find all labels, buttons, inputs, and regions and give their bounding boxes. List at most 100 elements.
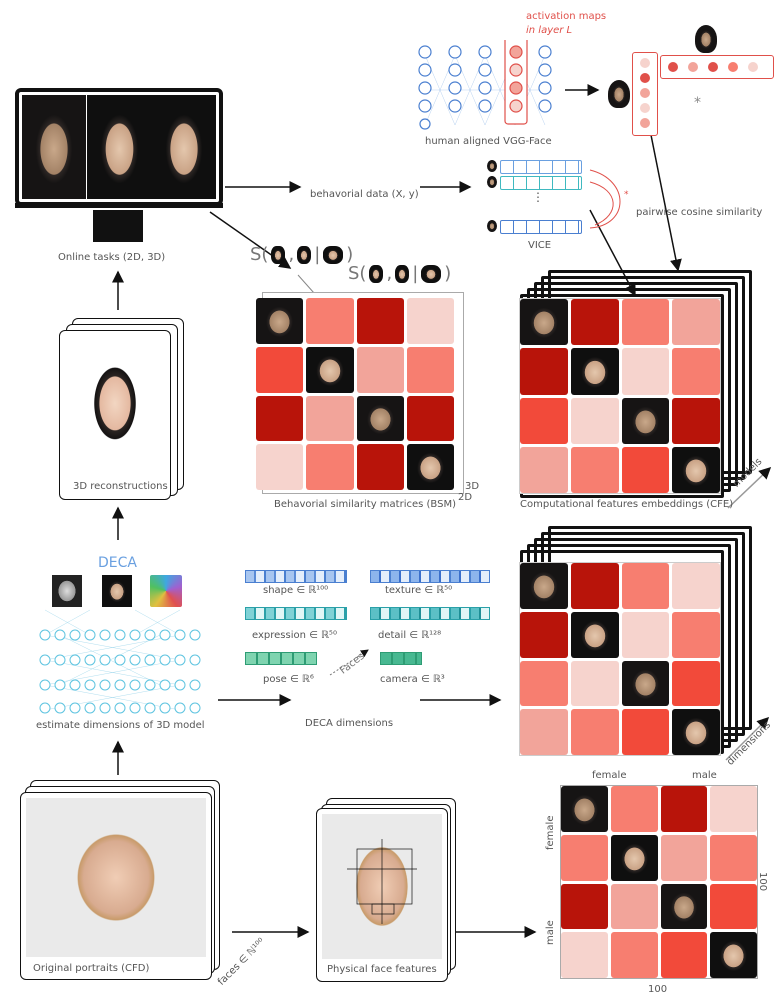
- matrix-face-cell: [672, 709, 720, 755]
- shape-label: shape ∈ ℝ¹⁰⁰: [263, 585, 328, 596]
- reconstructions-label: 3D reconstructions: [73, 481, 168, 492]
- female-top-label: female: [592, 770, 626, 781]
- deca-matrix: [519, 562, 721, 756]
- matrix-similarity-cell: [407, 347, 454, 393]
- matrix-similarity-cell: [306, 444, 353, 490]
- matrix-face-cell: [561, 786, 608, 832]
- matrix-similarity-cell: [672, 398, 720, 444]
- face-icon: [395, 265, 409, 283]
- matrix-face-cell: [710, 932, 757, 978]
- matrix-similarity-cell: [672, 299, 720, 345]
- matrix-face-cell: [571, 612, 619, 658]
- monitor-base: [15, 203, 223, 208]
- matrix-similarity-cell: [520, 398, 568, 444]
- matrix-similarity-cell: [571, 447, 619, 493]
- male-left-label: male: [545, 920, 556, 945]
- activation-column: [632, 52, 658, 136]
- matrix-similarity-cell: [561, 932, 608, 978]
- matrix-similarity-cell: [520, 348, 568, 394]
- female-left-label: female: [545, 816, 556, 850]
- matrix-face-cell: [520, 563, 568, 609]
- behavioral-data-label: behavorial data (X, y): [310, 189, 419, 200]
- face-icon: [271, 246, 285, 264]
- matrix-similarity-cell: [357, 444, 404, 490]
- matrix-similarity-cell: [571, 563, 619, 609]
- male-top-label: male: [692, 770, 717, 781]
- matrix-face-cell: [306, 347, 353, 393]
- dim-bar-pose: [245, 652, 317, 665]
- matrix-similarity-cell: [661, 932, 708, 978]
- matrix-similarity-cell: [710, 786, 757, 832]
- deca-network: [35, 600, 215, 720]
- matrix-similarity-cell: [256, 347, 303, 393]
- s-prefix: S(: [348, 263, 366, 284]
- online-tasks-label: Online tasks (2D, 3D): [58, 252, 165, 263]
- reconstruction-card: 3D reconstructions: [59, 330, 171, 500]
- activation-row: [660, 55, 774, 79]
- s-bar: |: [314, 244, 320, 265]
- matrix-similarity-cell: [571, 398, 619, 444]
- matrix-similarity-cell: [672, 348, 720, 394]
- three-d-label: 3D: [465, 481, 479, 492]
- deca-dims-label: DECA dimensions: [305, 718, 393, 729]
- matrix-similarity-cell: [710, 835, 757, 881]
- matrix-similarity-cell: [672, 563, 720, 609]
- bsm-matrix: [256, 298, 454, 490]
- matrix-similarity-cell: [661, 835, 708, 881]
- similarity-formula: S( , | ): [250, 244, 353, 265]
- face-icon: [421, 265, 441, 283]
- portrait-card: Original portraits (CFD): [20, 792, 212, 980]
- star-marker: *: [694, 95, 701, 111]
- physical-label: Physical face features: [327, 964, 437, 975]
- matrix-similarity-cell: [622, 709, 670, 755]
- matrix-similarity-cell: [407, 396, 454, 442]
- matrix-similarity-cell: [306, 396, 353, 442]
- in-layer-label: in layer L: [526, 24, 572, 37]
- matrix-similarity-cell: [622, 447, 670, 493]
- matrix-face-cell: [622, 398, 670, 444]
- vice-star: *: [624, 190, 629, 200]
- matrix-similarity-cell: [622, 299, 670, 345]
- deca-label: DECA: [98, 555, 137, 571]
- matrix-face-cell: [672, 447, 720, 493]
- texture-label: texture ∈ ℝ⁵⁰: [385, 585, 452, 596]
- matrix-similarity-cell: [256, 444, 303, 490]
- person-icon-top: [695, 25, 717, 53]
- s-close: ): [346, 244, 353, 265]
- face-thumbnail: [152, 95, 216, 199]
- vice-ellipsis: ⋮: [532, 190, 544, 204]
- matrix-similarity-cell: [407, 298, 454, 344]
- matrix-similarity-cell: [520, 661, 568, 707]
- matrix-similarity-cell: [306, 298, 353, 344]
- matrix-face-cell: [661, 884, 708, 930]
- monitor-screen: [22, 95, 216, 199]
- matrix-face-cell: [407, 444, 454, 490]
- face-icon: [323, 246, 343, 264]
- matrix-similarity-cell: [622, 612, 670, 658]
- face-thumbnail: [86, 95, 151, 199]
- matrix-face-cell: [520, 299, 568, 345]
- reconstruction-face: [75, 341, 155, 471]
- hundred-bottom-label: 100: [648, 984, 667, 995]
- s-close: ): [444, 263, 451, 284]
- matrix-similarity-cell: [611, 932, 658, 978]
- dim-bar-camera: [380, 652, 422, 665]
- dim-bar-texture: [370, 570, 490, 583]
- activation-maps-label: activation maps: [526, 10, 606, 23]
- matrix-similarity-cell: [710, 884, 757, 930]
- vice-block: ⋮: [487, 158, 597, 238]
- matrix-face-cell: [256, 298, 303, 344]
- matrix-similarity-cell: [611, 884, 658, 930]
- hundred-right-label: 100: [757, 872, 768, 891]
- vice-person-icon: [487, 220, 497, 232]
- person-icon: [608, 80, 630, 108]
- human-aligned-label: human aligned VGG-Face: [425, 136, 552, 147]
- vice-row: [500, 160, 582, 174]
- pairwise-label: pairwise cosine similarity: [636, 207, 762, 218]
- dim-bar-expression: [245, 607, 347, 620]
- expression-label: expression ∈ ℝ⁵⁰: [252, 630, 337, 641]
- matrix-similarity-cell: [520, 612, 568, 658]
- vice-row: [500, 220, 582, 234]
- s-bar: |: [412, 263, 418, 284]
- vgg-network: [412, 40, 572, 130]
